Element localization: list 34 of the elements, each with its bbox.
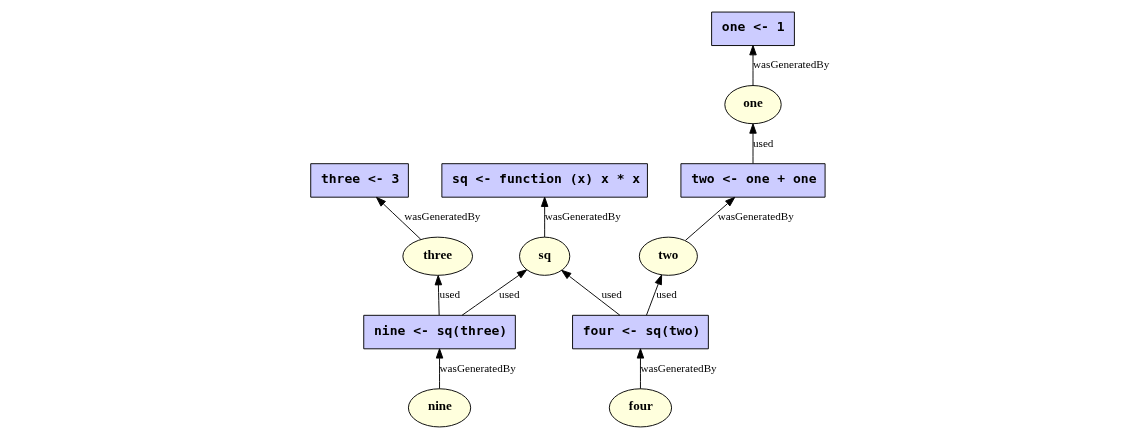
node-box: four <- sq(two) bbox=[572, 314, 709, 350]
arrow bbox=[636, 348, 645, 390]
edge-label: wasGeneratedBy bbox=[404, 210, 481, 223]
node-box: sq <- function (x) x * x bbox=[441, 163, 648, 198]
arrow bbox=[749, 123, 757, 164]
node-ellipse: four bbox=[608, 388, 673, 428]
node-ellipse: nine bbox=[407, 388, 472, 428]
node-ellipse: two bbox=[638, 236, 698, 276]
edge-label: used bbox=[601, 288, 622, 301]
node-box: two <- one + one bbox=[680, 163, 826, 198]
edge-label: used bbox=[753, 136, 774, 149]
edge-label: wasGeneratedBy bbox=[544, 210, 621, 223]
arrow bbox=[434, 275, 443, 316]
node-box: nine <- sq(three) bbox=[363, 314, 516, 350]
node-box: one <- 1 bbox=[711, 11, 795, 46]
edge-label: wasGeneratedBy bbox=[640, 361, 717, 374]
arrow bbox=[540, 196, 549, 238]
arrow bbox=[749, 45, 757, 86]
node-ellipse: sq bbox=[519, 236, 571, 276]
arrow bbox=[685, 196, 736, 241]
edge-label: wasGeneratedBy bbox=[753, 58, 830, 71]
edge-label: used bbox=[499, 288, 520, 301]
arrow bbox=[435, 348, 444, 390]
node-box: three <- 3 bbox=[310, 163, 409, 198]
edge-label: used bbox=[439, 288, 460, 301]
arrow bbox=[561, 269, 621, 316]
node-ellipse: three bbox=[402, 236, 473, 276]
edge-label: wasGeneratedBy bbox=[717, 210, 794, 223]
arrow bbox=[376, 196, 422, 240]
arrow bbox=[646, 274, 663, 316]
edge-label: used bbox=[656, 288, 677, 301]
node-ellipse: one bbox=[724, 85, 782, 125]
arrow bbox=[461, 269, 528, 316]
edge-label: wasGeneratedBy bbox=[439, 361, 516, 374]
